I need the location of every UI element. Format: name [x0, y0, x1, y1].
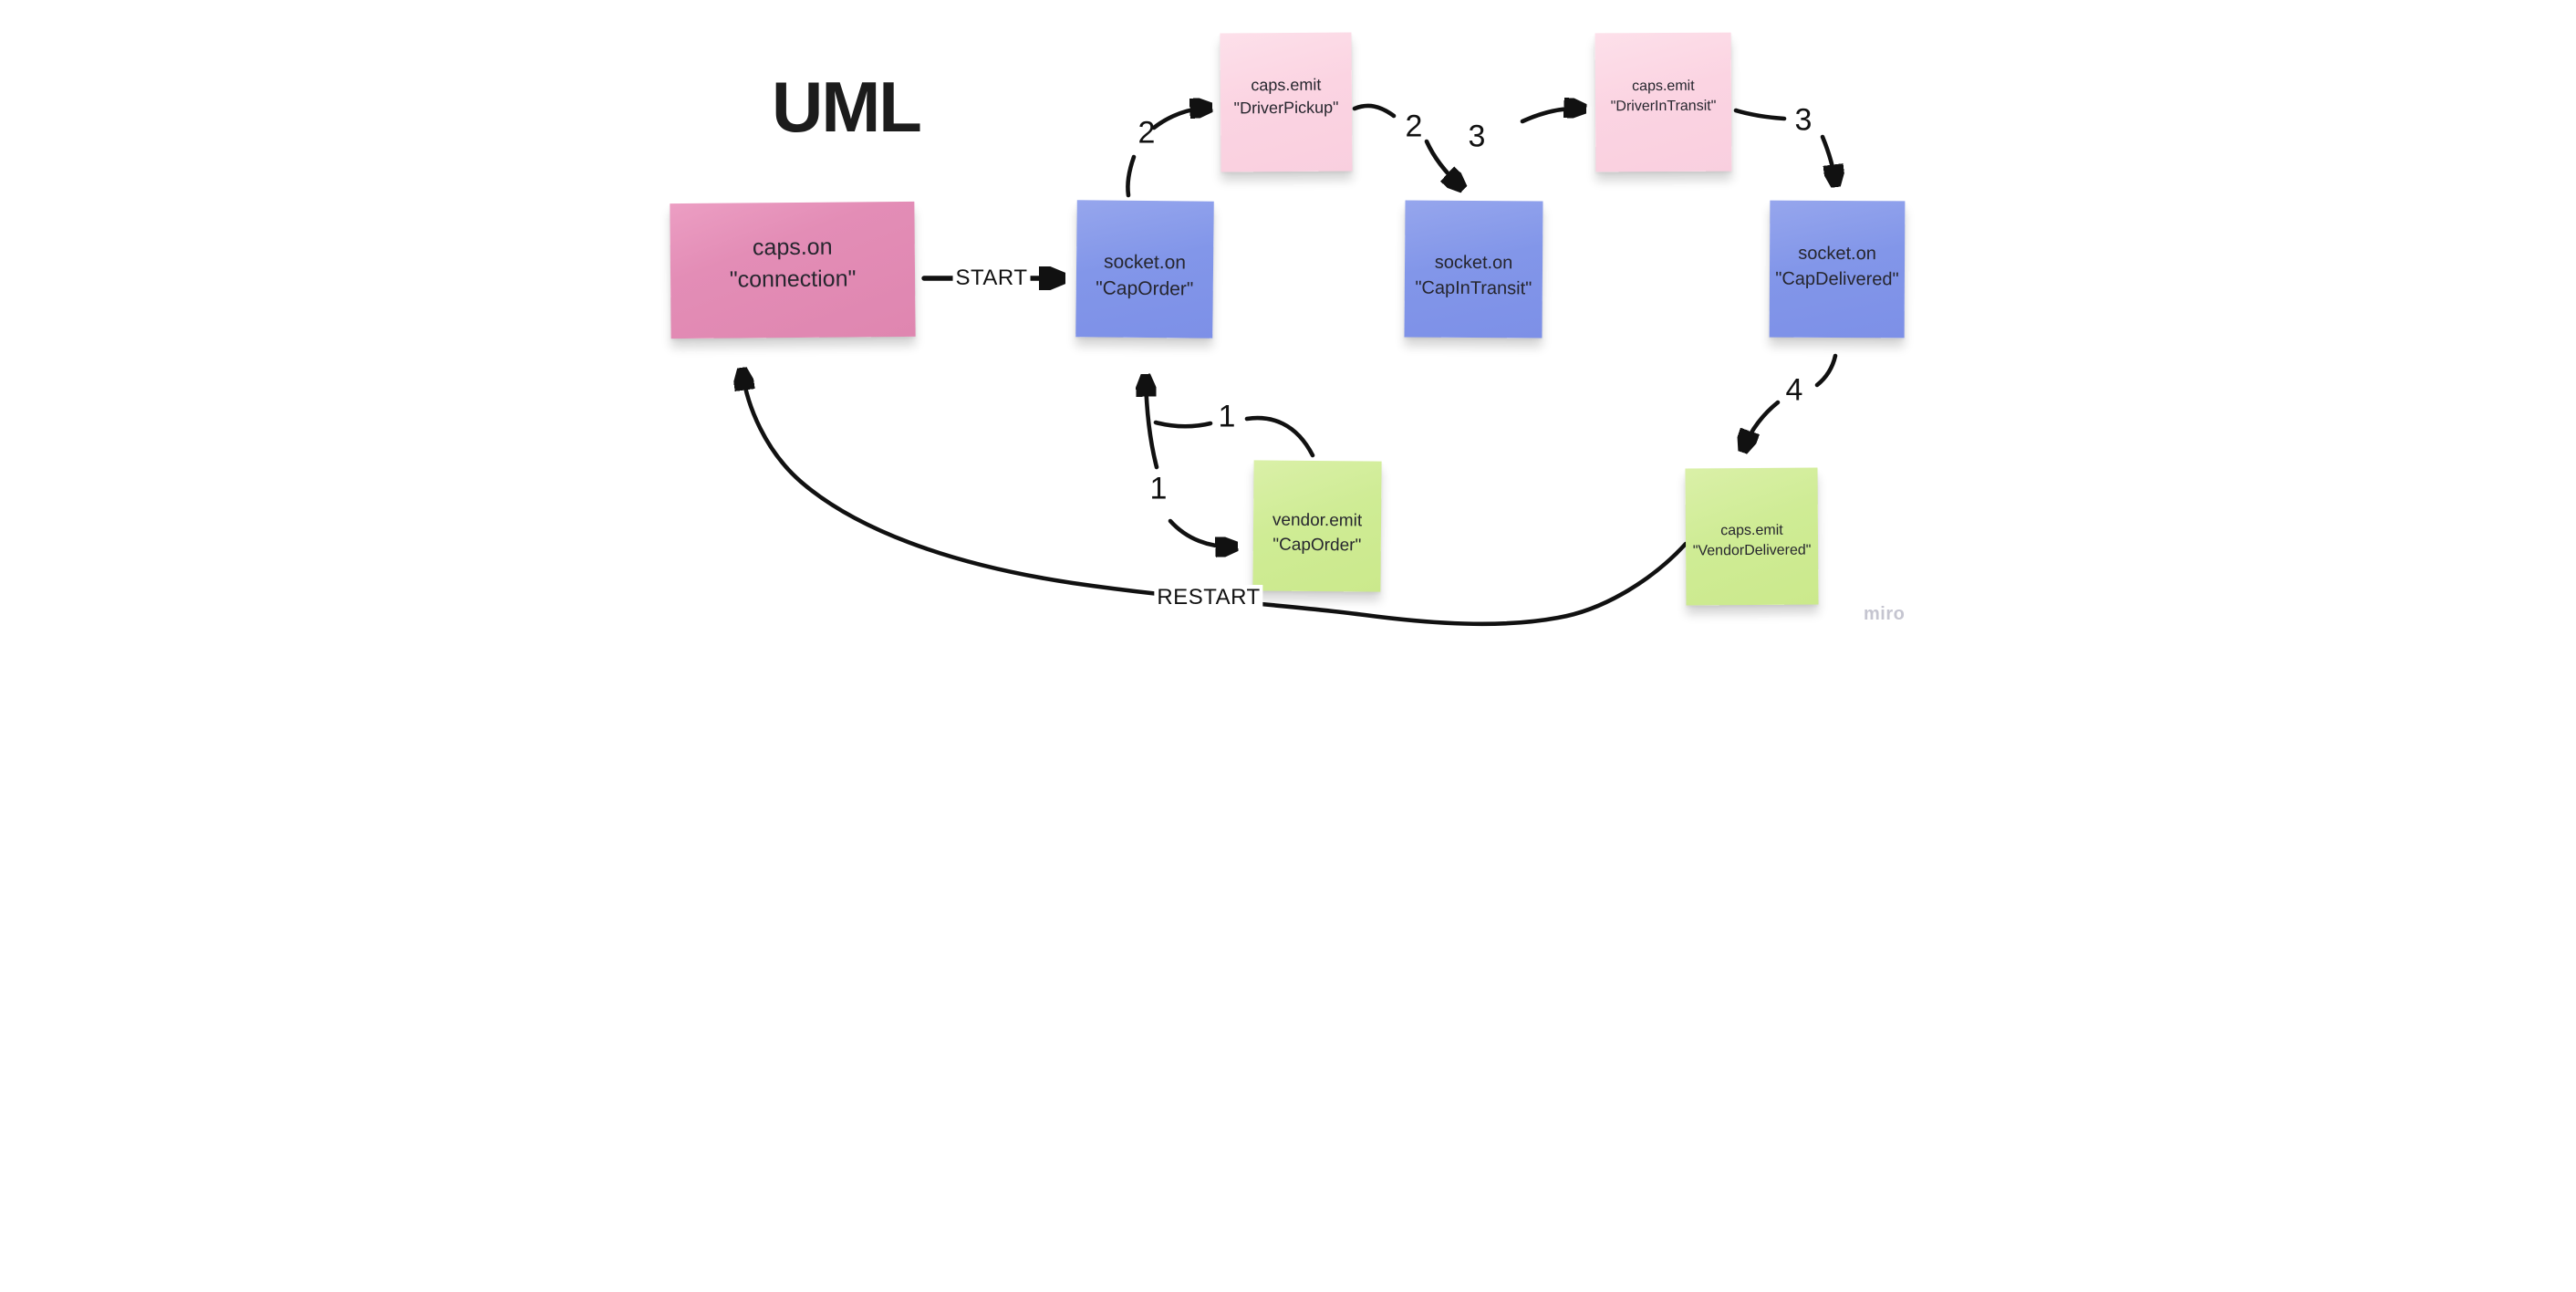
miro-logo: miro	[1864, 604, 1906, 624]
note-line1: vendor.emit	[1272, 510, 1363, 531]
note-line2: "DriverPickup"	[1233, 98, 1339, 118]
connector-arrows-layer	[644, 0, 1932, 627]
edge-2b-segment	[1352, 103, 1397, 119]
step-3a-label[interactable]: 3	[1468, 119, 1486, 154]
note-line1: caps.emit	[1720, 522, 1783, 538]
note-line2: "connection"	[729, 266, 857, 293]
note-line1: caps.on	[752, 234, 833, 261]
edge-2a-arrow	[1151, 108, 1208, 130]
edge-3a-arrow	[1520, 109, 1582, 124]
sticky-note-caps-emit-vendordelivered[interactable]: caps.emit "VendorDelivered"	[1685, 467, 1819, 606]
sticky-note-vendor-emit-caporder[interactable]: vendor.emit "CapOrder"	[1252, 460, 1382, 592]
edge-1-up-arrow	[1146, 379, 1159, 470]
sticky-note-socket-on-capintransit[interactable]: socket.on "CapInTransit"	[1404, 200, 1543, 339]
sticky-note-socket-on-caporder[interactable]: socket.on "CapOrder"	[1075, 200, 1214, 339]
note-line2: "CapOrder"	[1272, 535, 1362, 555]
restart-label[interactable]: RESTART	[1154, 585, 1263, 610]
step-2a-label[interactable]: 2	[1137, 115, 1156, 151]
start-label[interactable]: START	[952, 266, 1031, 291]
note-line1: socket.on	[1434, 252, 1513, 274]
step-1a-label[interactable]: 1	[1218, 399, 1236, 434]
step-1b-label[interactable]: 1	[1149, 471, 1168, 506]
edge-2a-segment	[1126, 154, 1137, 198]
note-line2: "CapInTransit"	[1415, 277, 1532, 299]
step-4-label[interactable]: 4	[1785, 372, 1803, 408]
edge-4-arrow	[1744, 400, 1781, 448]
edge-1-segment-b	[1244, 415, 1315, 458]
note-line2: "DriverInTransit"	[1610, 98, 1717, 115]
edge-4-segment	[1814, 353, 1838, 388]
note-line2: "CapOrder"	[1096, 277, 1194, 300]
note-line2: "CapDelivered"	[1775, 268, 1899, 290]
note-line2: "VendorDelivered"	[1692, 542, 1812, 559]
note-line1: caps.emit	[1251, 75, 1322, 95]
step-3b-label[interactable]: 3	[1794, 102, 1813, 138]
note-line1: socket.on	[1798, 243, 1876, 265]
page-title[interactable]: UML	[772, 67, 922, 147]
edge-3b-segment	[1733, 108, 1787, 121]
edge-1-segment-a	[1153, 420, 1213, 429]
note-line1: socket.on	[1104, 251, 1187, 274]
step-2b-label[interactable]: 2	[1405, 109, 1423, 144]
edge-2b-arrow	[1424, 139, 1460, 186]
sticky-note-socket-on-capdelivered[interactable]: socket.on "CapDelivered"	[1769, 200, 1906, 339]
miro-board-canvas: UML caps.on	[644, 0, 1932, 646]
edge-1-down-arrow	[1168, 518, 1233, 547]
sticky-note-caps-on-connection[interactable]: caps.on "connection"	[670, 201, 916, 339]
sticky-note-caps-emit-driverpickup[interactable]: caps.emit "DriverPickup"	[1220, 32, 1353, 172]
note-line1: caps.emit	[1632, 78, 1695, 94]
edge-3b-arrow	[1820, 134, 1835, 182]
sticky-note-caps-emit-driverintransit[interactable]: caps.emit "DriverInTransit"	[1594, 32, 1732, 172]
